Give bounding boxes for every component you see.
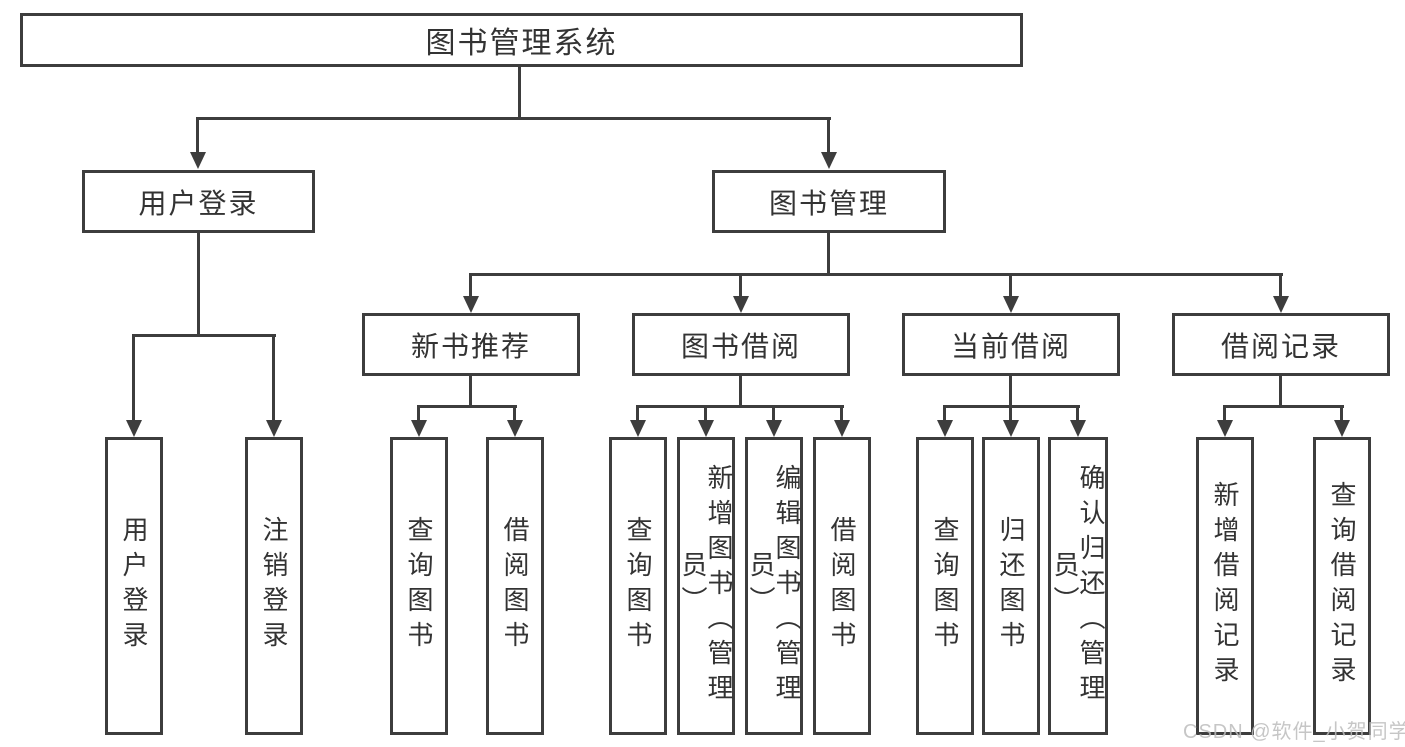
arrowhead-icon bbox=[733, 296, 749, 313]
arrowhead-icon bbox=[1273, 296, 1289, 313]
leaf-label: 查询图书 bbox=[623, 516, 653, 656]
connector-line bbox=[1279, 376, 1282, 408]
leaf-query-books: 查询图书 bbox=[916, 437, 974, 735]
node-library-management-system: 图书管理系统 bbox=[20, 13, 1023, 67]
connector-line bbox=[1223, 405, 1226, 422]
leaf-label: 确认归还（管理员） bbox=[1050, 463, 1106, 709]
connector-line bbox=[1076, 405, 1079, 422]
connector-line bbox=[1279, 273, 1282, 297]
arrowhead-icon bbox=[834, 420, 850, 437]
arrowhead-icon bbox=[698, 420, 714, 437]
connector-line bbox=[1009, 273, 1012, 297]
connector-line bbox=[1009, 405, 1012, 422]
connector-line bbox=[417, 405, 517, 408]
csdn-watermark: CSDN @软件_小贺同学 bbox=[1183, 721, 1405, 743]
node-label: 新书推荐 bbox=[410, 330, 531, 362]
leaf-logout: 注销登录 bbox=[245, 437, 303, 735]
node-book-management: 图书管理 bbox=[712, 170, 946, 233]
connector-line bbox=[132, 334, 276, 337]
connector-line bbox=[772, 405, 775, 422]
arrowhead-icon bbox=[1070, 420, 1086, 437]
connector-line bbox=[513, 405, 516, 422]
leaf-add-books-admin: 新增图书（管理员） bbox=[677, 437, 735, 735]
connector-line bbox=[943, 405, 946, 422]
arrowhead-icon bbox=[937, 420, 953, 437]
leaf-borrow-books: 借阅图书 bbox=[486, 437, 544, 735]
connector-line bbox=[1340, 405, 1343, 422]
connector-line bbox=[1223, 405, 1344, 408]
connector-line bbox=[704, 405, 707, 422]
arrowhead-icon bbox=[1217, 420, 1233, 437]
connector-line bbox=[196, 117, 831, 120]
leaf-user-login: 用户登录 bbox=[105, 437, 163, 735]
arrowhead-icon bbox=[507, 420, 523, 437]
connector-line bbox=[196, 117, 199, 153]
node-borrowing-records: 借阅记录 bbox=[1172, 313, 1390, 376]
node-label: 借阅记录 bbox=[1220, 330, 1341, 362]
leaf-label: 归还图书 bbox=[996, 516, 1026, 656]
arrowhead-icon bbox=[266, 420, 282, 437]
leaf-query-borrow-record: 查询借阅记录 bbox=[1313, 437, 1371, 735]
connector-line bbox=[739, 273, 742, 297]
connector-line bbox=[739, 376, 742, 408]
arrowhead-icon bbox=[766, 420, 782, 437]
connector-line bbox=[636, 405, 844, 408]
connector-line bbox=[417, 405, 420, 422]
connector-line bbox=[827, 233, 830, 276]
arrowhead-icon bbox=[411, 420, 427, 437]
node-label: 图书借阅 bbox=[680, 330, 801, 362]
connector-line bbox=[197, 233, 200, 335]
connector-line bbox=[469, 273, 472, 297]
leaf-edit-books-admin: 编辑图书（管理员） bbox=[745, 437, 803, 735]
leaf-query-books: 查询图书 bbox=[609, 437, 667, 735]
connector-line bbox=[827, 117, 830, 153]
arrowhead-icon bbox=[1003, 296, 1019, 313]
arrowhead-icon bbox=[821, 152, 837, 169]
leaf-label: 借阅图书 bbox=[500, 516, 530, 656]
connector-line bbox=[840, 405, 843, 422]
node-label: 用户登录 bbox=[138, 187, 259, 219]
node-label: 当前借阅 bbox=[950, 330, 1071, 362]
arrowhead-icon bbox=[1003, 420, 1019, 437]
arrowhead-icon bbox=[126, 420, 142, 437]
connector-line bbox=[469, 273, 1283, 276]
arrowhead-icon bbox=[463, 296, 479, 313]
connector-line bbox=[469, 376, 472, 408]
node-book-borrowing: 图书借阅 bbox=[632, 313, 850, 376]
node-new-book-recommendation: 新书推荐 bbox=[362, 313, 580, 376]
node-current-borrowing: 当前借阅 bbox=[902, 313, 1120, 376]
node-user-login: 用户登录 bbox=[82, 170, 315, 233]
leaf-add-borrow-record: 新增借阅记录 bbox=[1196, 437, 1254, 735]
leaf-label: 查询图书 bbox=[930, 516, 960, 656]
leaf-label: 新增图书（管理员） bbox=[678, 463, 734, 709]
connector-line bbox=[1009, 376, 1012, 408]
node-label: 图书管理 bbox=[768, 187, 889, 219]
connector-line bbox=[132, 334, 135, 420]
connector-line bbox=[636, 405, 639, 422]
arrowhead-icon bbox=[1334, 420, 1350, 437]
leaf-return-books: 归还图书 bbox=[982, 437, 1040, 735]
leaf-label: 编辑图书（管理员） bbox=[746, 463, 802, 709]
connector-line bbox=[518, 67, 521, 118]
leaf-confirm-return-admin: 确认归还（管理员） bbox=[1048, 437, 1108, 735]
arrowhead-icon bbox=[630, 420, 646, 437]
leaf-label: 注销登录 bbox=[259, 516, 289, 656]
leaf-label: 用户登录 bbox=[119, 516, 149, 656]
leaf-label: 借阅图书 bbox=[827, 516, 857, 656]
leaf-borrow-books: 借阅图书 bbox=[813, 437, 871, 735]
leaf-label: 查询图书 bbox=[404, 516, 434, 656]
leaf-query-books: 查询图书 bbox=[390, 437, 448, 735]
node-label: 图书管理系统 bbox=[425, 27, 618, 60]
arrowhead-icon bbox=[190, 152, 206, 169]
leaf-label: 查询借阅记录 bbox=[1327, 481, 1357, 691]
connector-line bbox=[272, 334, 275, 420]
leaf-label: 新增借阅记录 bbox=[1210, 481, 1240, 691]
